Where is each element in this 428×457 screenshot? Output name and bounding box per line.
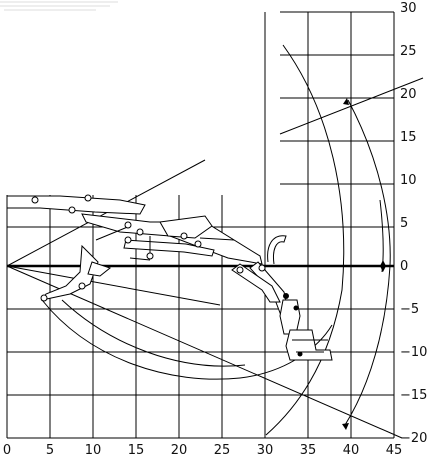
x-tick-label: 5 xyxy=(46,443,54,457)
x-tick-label: 25 xyxy=(214,443,231,457)
x-tick-label: 35 xyxy=(300,443,317,457)
y-tick-label: 15 xyxy=(400,130,417,145)
x-tick-label: 45 xyxy=(386,443,403,457)
y-tick-label: 5 xyxy=(400,216,408,231)
y-tick-label: 0 xyxy=(400,259,408,274)
x-tick-label: 15 xyxy=(128,443,145,457)
x-tick-label: 0 xyxy=(3,443,11,457)
y-tick-label: −15 xyxy=(400,388,427,403)
y-tick-label: 25 xyxy=(400,44,417,59)
y-tick-label: −5 xyxy=(400,302,419,317)
scan-artifact xyxy=(0,1,118,11)
y-tick-label: 10 xyxy=(400,173,417,188)
x-tick-label: 40 xyxy=(343,443,360,457)
x-tick-label: 20 xyxy=(171,443,188,457)
x-axis-tick-labels: 0 5 10 15 20 25 30 35 40 45 xyxy=(3,443,402,457)
x-tick-label: 10 xyxy=(85,443,102,457)
y-axis-tick-labels: 30 25 20 15 10 5 0 −5 −10 −15 −20 xyxy=(400,1,427,446)
y-tick-label: 30 xyxy=(400,1,417,16)
y-tick-label: −20 xyxy=(400,431,427,446)
excavator-boom-drawing xyxy=(6,194,333,361)
y-tick-label: −10 xyxy=(400,345,427,360)
x-tick-label: 30 xyxy=(257,443,274,457)
y-tick-label: 20 xyxy=(400,87,417,102)
reach-envelope xyxy=(6,44,424,439)
